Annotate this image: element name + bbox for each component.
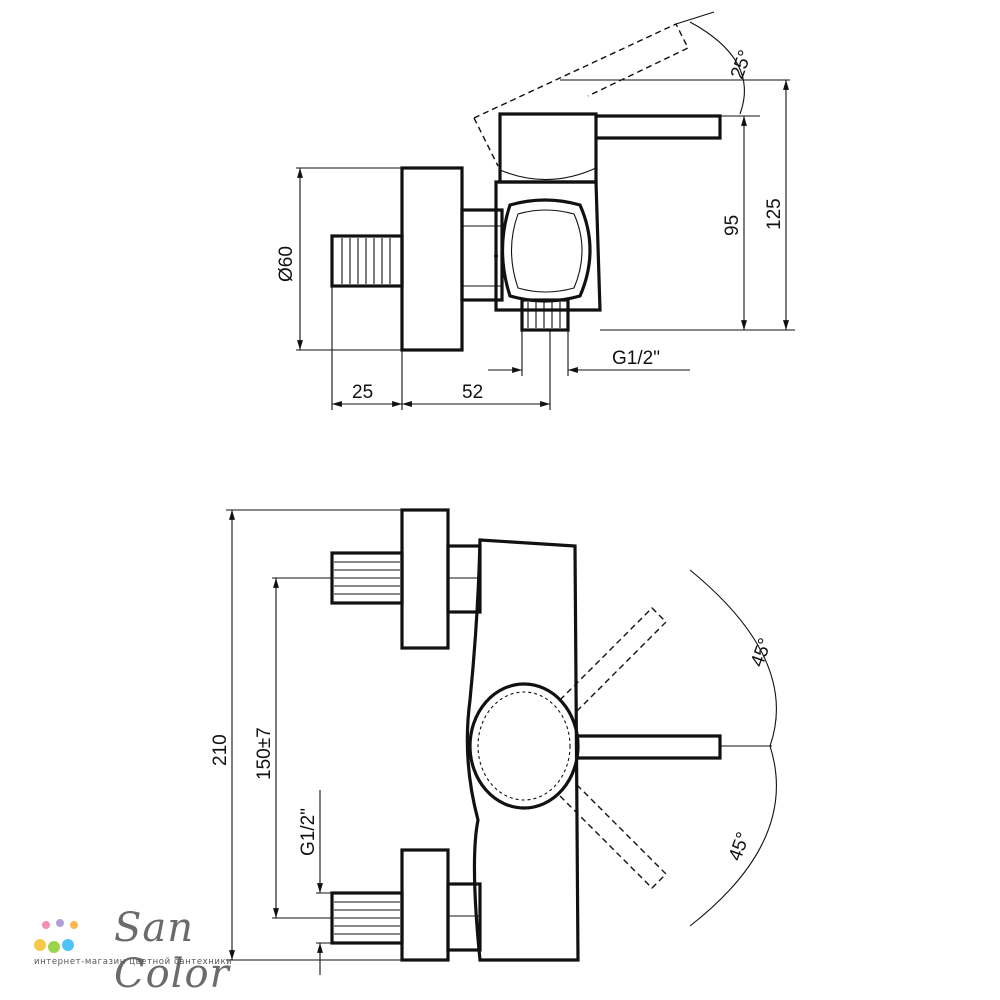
side-h95-label: 95 [722,215,743,236]
side-lever [596,114,722,140]
side-w25-label: 25 [352,382,373,403]
front-h150-label: 150±7 [254,727,275,780]
side-dia-label: Ø60 [276,246,297,282]
front-angle-up-label: 45° [747,636,777,670]
front-thread-label: G1/2" [298,808,319,856]
side-h125-label: 125 [764,198,785,230]
front-lower-inlet [330,848,482,962]
front-upper-inlet [330,508,482,650]
logo-tagline: интернет-магазин цветной сантехники [34,957,233,967]
front-body [465,538,580,962]
side-wall-flange [400,166,464,352]
side-lever-housing [498,112,598,184]
front-cartridge [468,682,580,810]
side-w52-label: 52 [462,382,483,403]
front-lever-down [559,781,667,889]
front-lever [578,734,722,760]
side-inlet-thread [330,234,404,288]
front-angle-down-label: 45° [725,830,755,864]
sancolor-logo: San Color интернет-магазин цветной санте… [30,905,280,997]
side-lever-raised [473,23,689,167]
front-view: 45° 45° 210 150±7 G1/2" [210,508,777,975]
front-lever-up [559,607,667,715]
side-cartridge [500,198,592,303]
logo-name: San Color [114,905,230,997]
side-angle-label: 25° [727,48,757,82]
side-thread-label: G1/2" [612,348,660,369]
front-h210-label: 210 [210,734,231,766]
side-outlet [520,298,570,332]
logo-dots-icon [34,919,78,953]
side-view: 25° Ø60 95 125 G1/2" 25 52 [276,11,795,410]
